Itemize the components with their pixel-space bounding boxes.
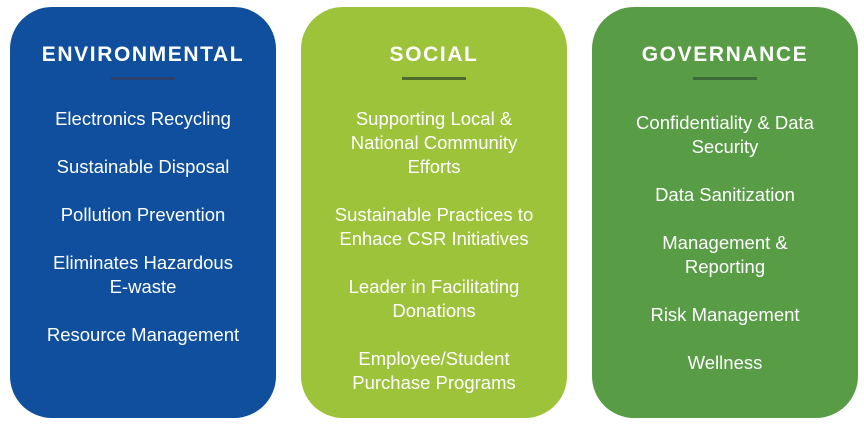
governance-title: GOVERNANCE <box>641 43 809 66</box>
social-items: Supporting Local & National Community Ef… <box>309 107 559 419</box>
social-item: Supporting Local & National Community Ef… <box>350 108 518 177</box>
governance-card: GOVERNANCE Confidentiality & Data Securi… <box>592 7 858 418</box>
governance-item: Management & Reporting <box>662 232 788 277</box>
governance-item: Wellness <box>687 352 763 373</box>
environmental-item: Sustainable Disposal <box>56 156 230 177</box>
social-title: SOCIAL <box>389 43 479 66</box>
social-item: Sustainable Practices to Enhace CSR Init… <box>334 204 534 249</box>
social-item: Leader in Facilitating Donations <box>348 276 520 321</box>
governance-item: Data Sanitization <box>655 184 795 205</box>
environmental-item: Pollution Prevention <box>60 204 226 225</box>
governance-divider <box>693 77 757 80</box>
environmental-card: ENVIRONMENTAL Electronics Recycling Sust… <box>10 7 276 418</box>
environmental-divider <box>111 77 175 80</box>
environmental-item: Eliminates Hazardous E-waste <box>53 252 233 297</box>
environmental-item: Resource Management <box>46 324 240 345</box>
governance-item: Risk Management <box>650 304 800 325</box>
social-item: Employee/Student Purchase Programs <box>352 348 516 393</box>
social-card: SOCIAL Supporting Local & National Commu… <box>301 7 567 418</box>
governance-items: Confidentiality & Data Security Data San… <box>600 111 850 399</box>
governance-item: Confidentiality & Data Security <box>636 112 814 157</box>
environmental-item: Electronics Recycling <box>55 108 231 129</box>
environmental-title: ENVIRONMENTAL <box>41 43 245 66</box>
environmental-items: Electronics Recycling Sustainable Dispos… <box>18 107 268 371</box>
social-divider <box>402 77 466 80</box>
